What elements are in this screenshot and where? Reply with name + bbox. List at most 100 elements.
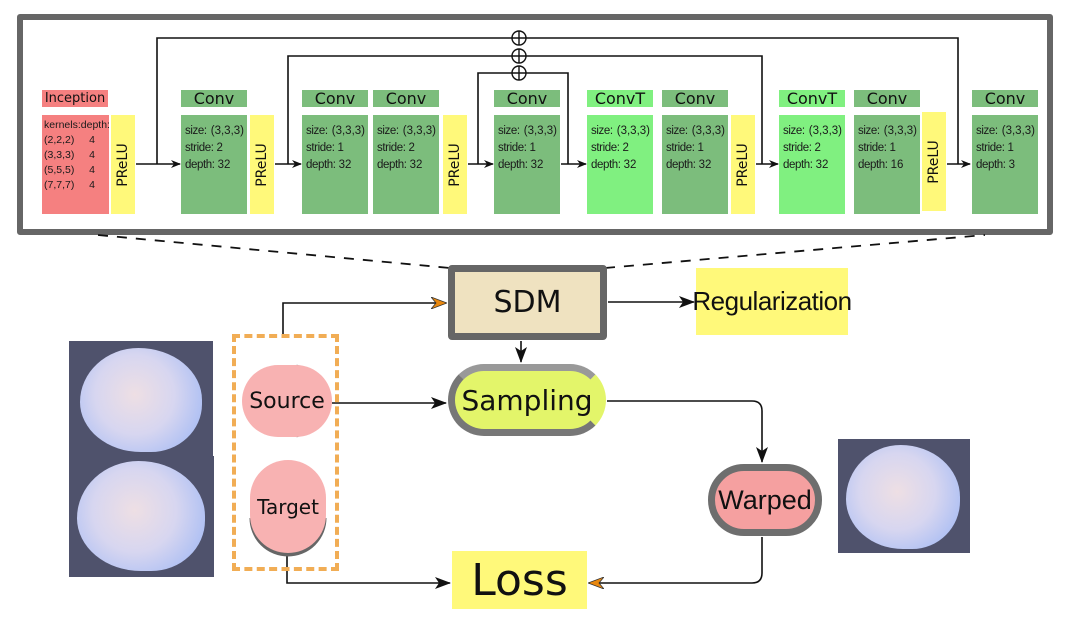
arrow-source-to-sdm: [282, 303, 446, 334]
layer-type-label: ConvT: [779, 90, 845, 107]
layer-depth-value: 32: [623, 159, 637, 171]
layer-size-label: size:: [666, 125, 688, 137]
layer-stride-value: 2: [408, 142, 415, 154]
zoom-guide-right: [604, 234, 986, 269]
inception-depth-header: depth:: [80, 119, 110, 131]
arrow-warped-to-loss: [589, 537, 763, 583]
inception-row: (2,2,2)4: [44, 134, 95, 146]
target-node: Target: [250, 460, 326, 553]
layer-stride-row: stride:2: [591, 140, 650, 157]
layer-depth-row: depth:32: [498, 157, 557, 174]
layer-size-value: (3,3,3): [691, 125, 725, 137]
prelu-block: PReLU: [111, 115, 135, 214]
layer-size-label: size:: [858, 125, 880, 137]
layer-stride-row: stride:1: [306, 140, 365, 157]
prelu-block: PReLU: [443, 115, 467, 214]
layer-stride-value: 1: [889, 142, 896, 154]
layer-size-label: size:: [185, 125, 207, 137]
layer-depth-value: 32: [338, 159, 352, 171]
layer-size-value: (3,3,3): [616, 125, 650, 137]
warped-brain-image: [838, 439, 970, 553]
layer-depth-value: 32: [217, 159, 231, 171]
layer-stride-label: stride:: [306, 142, 335, 154]
layer-size-label: size:: [591, 125, 613, 137]
layer-size-row: size:(3,3,3): [858, 123, 917, 140]
warped-node: Warped: [708, 464, 822, 536]
prelu-block: PReLU: [731, 115, 755, 214]
layer-stride-row: stride:1: [498, 140, 557, 157]
inception-kernels-header: kernels:: [44, 119, 81, 131]
layer-depth-label: depth:: [185, 159, 215, 171]
layer-depth-label: depth:: [666, 159, 696, 171]
source-brain-image: [69, 341, 213, 457]
layer-depth-label: depth:: [377, 159, 407, 171]
layer-size-value: (3,3,3): [1001, 125, 1035, 137]
layer-depth-row: depth:16: [858, 157, 917, 174]
layer-depth-label: depth:: [783, 159, 813, 171]
source-node: Source: [242, 365, 332, 437]
layer-stride-label: stride:: [591, 142, 620, 154]
layer-size-label: size:: [976, 125, 998, 137]
inception-block: kernels:depth: (2,2,2)4 (3,3,3)4 (5,5,5)…: [42, 115, 110, 214]
layer-depth-row: depth:32: [666, 157, 725, 174]
layer-depth-row: depth:32: [783, 157, 842, 174]
layer-size-value: (3,3,3): [808, 125, 842, 137]
arrow-target-to-loss: [286, 553, 451, 589]
layer-size-row: size:(3,3,3): [306, 123, 365, 140]
layer-type-label: Conv: [972, 90, 1038, 107]
layer-depth-value: 32: [409, 159, 423, 171]
layer-depth-label: depth:: [976, 159, 1006, 171]
layer-stride-row: stride:2: [783, 140, 842, 157]
layer-stride-row: stride:1: [858, 140, 917, 157]
layer-size-value: (3,3,3): [210, 125, 244, 137]
layer-type-label: Conv: [181, 90, 247, 107]
sdm-block: SDM: [448, 265, 607, 340]
prelu-block: PReLU: [250, 115, 274, 214]
layer-size-label: size:: [498, 125, 520, 137]
skip-connection-outer: [156, 37, 959, 164]
layer-depth-label: depth:: [591, 159, 621, 171]
layer-block: size:(3,3,3) stride:1 depth:3: [972, 115, 1038, 214]
layer-stride-value: 1: [337, 142, 344, 154]
layer-size-row: size:(3,3,3): [666, 123, 725, 140]
layer-depth-label: depth:: [858, 159, 888, 171]
inception-row: (7,7,7)4: [44, 179, 95, 191]
layer-stride-label: stride:: [858, 142, 887, 154]
layer-depth-row: depth:32: [377, 157, 436, 174]
layer-stride-value: 2: [814, 142, 821, 154]
layer-depth-row: depth:3: [976, 157, 1035, 174]
layer-depth-label: depth:: [498, 159, 528, 171]
layer-size-row: size:(3,3,3): [498, 123, 557, 140]
inception-title: Inception: [42, 90, 108, 107]
layer-stride-value: 2: [622, 142, 629, 154]
layer-stride-value: 1: [1007, 142, 1014, 154]
layer-depth-value: 32: [530, 159, 544, 171]
layer-type-label: Conv: [373, 90, 439, 107]
layer-stride-value: 1: [697, 142, 704, 154]
layer-size-row: size:(3,3,3): [591, 123, 650, 140]
zoom-guide-left: [97, 234, 451, 269]
layer-size-row: size:(3,3,3): [783, 123, 842, 140]
inception-row: (5,5,5)4: [44, 164, 95, 176]
input-pair-group: [232, 334, 339, 571]
layer-stride-label: stride:: [377, 142, 406, 154]
layer-stride-row: stride:2: [185, 140, 244, 157]
layer-size-label: size:: [783, 125, 805, 137]
layer-type-label: Conv: [854, 90, 920, 107]
layer-stride-value: 2: [216, 142, 223, 154]
layer-stride-label: stride:: [185, 142, 214, 154]
layer-size-value: (3,3,3): [331, 125, 365, 137]
layer-stride-row: stride:2: [377, 140, 436, 157]
layer-type-label: Conv: [662, 90, 728, 107]
layer-depth-row: depth:32: [591, 157, 650, 174]
layer-type-label: Conv: [494, 90, 560, 107]
target-brain-image: [69, 456, 214, 577]
layer-stride-label: stride:: [976, 142, 1005, 154]
